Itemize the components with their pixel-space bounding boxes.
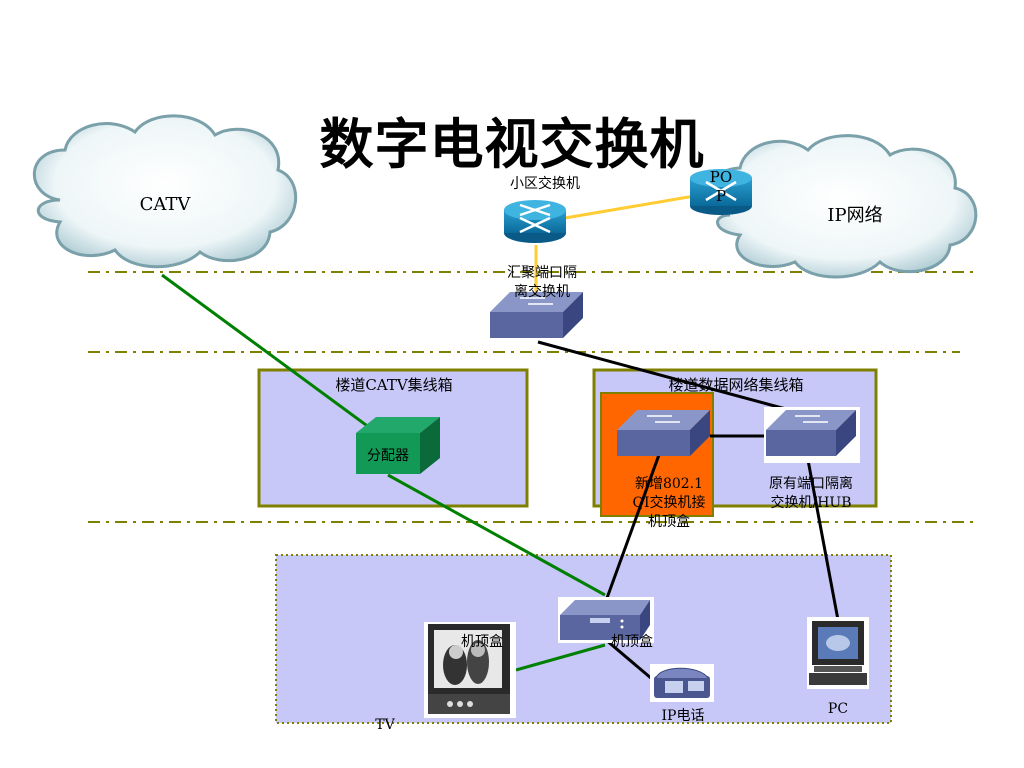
pc-label: PC bbox=[827, 701, 849, 717]
ip-phone-icon bbox=[650, 664, 714, 702]
tv-icon bbox=[424, 622, 516, 718]
aggregation-switch-label: 汇聚端口隔离交换机 bbox=[507, 265, 577, 300]
ip-phone-label: IP电话 bbox=[661, 708, 705, 724]
wan-link bbox=[564, 191, 713, 220]
district-switch-label: 小区交换机 bbox=[510, 176, 580, 192]
ip-network-cloud bbox=[707, 134, 978, 279]
catv-box-label: 楼道CATV集线箱 bbox=[335, 376, 453, 394]
stb-left-label: 机顶盒 bbox=[461, 634, 503, 650]
data-link bbox=[537, 340, 809, 417]
new-switch-label: 新增802.1QI交换机接机顶盒 bbox=[632, 476, 706, 530]
data-link bbox=[605, 638, 659, 686]
new-switch-icon bbox=[617, 410, 710, 456]
page-title: 数字电视交换机 bbox=[319, 113, 705, 176]
old-switch-icon bbox=[764, 407, 860, 463]
old-switch-label: 原有端口隔离交换机/HUB bbox=[769, 476, 853, 511]
ip-cloud-label: IP网络 bbox=[827, 205, 883, 226]
pop-router-icon bbox=[690, 169, 752, 215]
pop-label: POP bbox=[709, 168, 733, 205]
aggregation-switch-icon bbox=[490, 292, 583, 338]
router-icon bbox=[504, 200, 566, 243]
set-top-box-icon bbox=[558, 597, 654, 643]
catv-link bbox=[387, 473, 606, 597]
catv-cloud bbox=[32, 114, 298, 269]
data-box-label: 楼道数据网络集线箱 bbox=[668, 376, 804, 394]
tv-label: TV bbox=[375, 717, 395, 733]
splitter-icon bbox=[356, 417, 440, 474]
data-link bbox=[605, 451, 662, 599]
splitter-label: 分配器 bbox=[367, 448, 409, 464]
catv-link bbox=[161, 273, 401, 452]
catv-cloud-label: CATV bbox=[139, 194, 191, 215]
stb-center-label: 机顶盒 bbox=[611, 634, 653, 650]
catv-link bbox=[515, 643, 606, 672]
pc-icon bbox=[807, 617, 869, 689]
data-link bbox=[806, 459, 840, 621]
links bbox=[161, 191, 840, 686]
